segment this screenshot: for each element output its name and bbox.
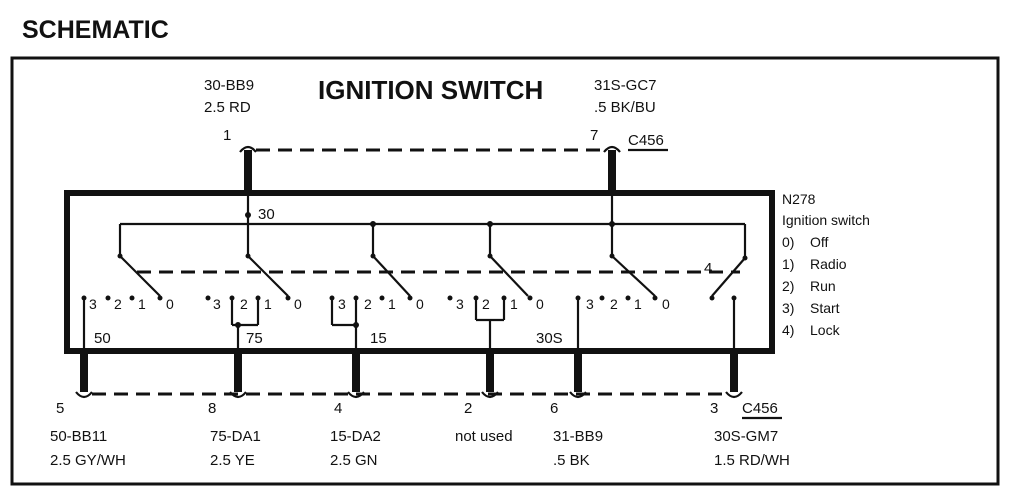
top-connector-7: 31S-GC7 .5 BK/BU 7 C456 <box>590 77 668 152</box>
position-off: 0) Off <box>782 234 829 250</box>
svg-text:31-BB9: 31-BB9 <box>553 428 603 445</box>
svg-text:1: 1 <box>510 296 518 312</box>
svg-text:2: 2 <box>240 296 248 312</box>
junction-dots <box>370 221 615 227</box>
terminal-75-label: 75 <box>246 330 263 347</box>
svg-text:3: 3 <box>213 296 221 312</box>
svg-text:1: 1 <box>388 296 396 312</box>
contact-group-75: 3 2 1 0 <box>205 295 302 312</box>
svg-text:2: 2 <box>464 400 472 417</box>
svg-text:8: 8 <box>208 400 216 417</box>
svg-text:3: 3 <box>586 296 594 312</box>
svg-text:0: 0 <box>662 296 670 312</box>
terminal-15-label: 15 <box>370 330 387 347</box>
position-lock: 4) Lock <box>782 322 841 338</box>
diagram-title: IGNITION SWITCH <box>318 75 543 105</box>
svg-text:3: 3 <box>456 296 464 312</box>
bottom-pin-terminals <box>75 391 743 399</box>
circuit-label: 30-BB9 <box>204 77 254 94</box>
top-connector-1: 30-BB9 2.5 RD 1 <box>204 77 254 144</box>
svg-text:.5 BK: .5 BK <box>553 452 590 469</box>
component-name: Ignition switch <box>782 212 870 228</box>
svg-text:30S-GM7: 30S-GM7 <box>714 428 778 445</box>
junction-dot <box>245 212 251 218</box>
switch-housing <box>64 190 775 354</box>
svg-text:2.5 GN: 2.5 GN <box>330 452 378 469</box>
contact-group-50: 3 2 1 0 <box>81 295 174 312</box>
connector-id: C456 <box>628 132 664 149</box>
terminal-30s-label: 30S <box>536 330 563 347</box>
output-wires <box>80 350 738 392</box>
wire-label: 2.5 RD <box>204 99 251 116</box>
contact-group-unused: 3 2 1 0 <box>447 295 544 312</box>
contact-group-15: 3 2 1 0 <box>329 295 424 312</box>
svg-text:0: 0 <box>294 296 302 312</box>
bottom-connector-8: 8 75-DA1 2.5 YE <box>208 400 261 469</box>
svg-text:2: 2 <box>482 296 490 312</box>
svg-text:6: 6 <box>550 400 558 417</box>
component-legend: N278 Ignition switch 0) Off 1) Radio 2) … <box>782 191 870 338</box>
wire-label: .5 BK/BU <box>594 99 656 116</box>
svg-text:1: 1 <box>264 296 272 312</box>
svg-text:1.5 RD/WH: 1.5 RD/WH <box>714 452 790 469</box>
terminal-30-label: 30 <box>258 206 275 223</box>
circuit-label: 31S-GC7 <box>594 77 657 94</box>
bottom-connector-4: 4 15-DA2 2.5 GN <box>330 400 381 469</box>
svg-text:75-DA1: 75-DA1 <box>210 428 261 445</box>
lock-contact <box>709 295 715 301</box>
component-id: N278 <box>782 191 816 207</box>
pin-7-terminal <box>603 145 621 153</box>
bus-drops <box>118 196 747 256</box>
bottom-connector-6: 6 31-BB9 .5 BK <box>550 400 603 469</box>
position-run: 2) Run <box>782 278 836 294</box>
position-start: 3) Start <box>782 300 840 316</box>
terminal-50-label: 50 <box>94 330 111 347</box>
svg-text:2: 2 <box>114 296 122 312</box>
svg-text:3: 3 <box>710 400 718 417</box>
svg-text:not used: not used <box>455 428 513 445</box>
svg-text:5: 5 <box>56 400 64 417</box>
bottom-connector-3: 3 C456 30S-GM7 1.5 RD/WH <box>710 400 790 469</box>
svg-text:50-BB11: 50-BB11 <box>50 428 107 445</box>
svg-text:2: 2 <box>364 296 372 312</box>
internal-output-wiring <box>82 298 736 350</box>
diagram-frame <box>10 56 1000 486</box>
heading: SCHEMATIC <box>22 16 169 44</box>
bottom-connector-2: 2 not used <box>455 400 513 445</box>
contact-group-30s: 3 2 1 0 <box>575 295 670 312</box>
svg-text:C456: C456 <box>742 400 778 417</box>
svg-text:0: 0 <box>416 296 424 312</box>
svg-text:2: 2 <box>610 296 618 312</box>
svg-text:2.5 GY/WH: 2.5 GY/WH <box>50 452 126 469</box>
pin-number: 7 <box>590 127 598 144</box>
svg-text:1: 1 <box>138 296 146 312</box>
svg-text:3: 3 <box>338 296 346 312</box>
pin-number: 1 <box>223 127 231 144</box>
svg-text:4: 4 <box>334 400 342 417</box>
svg-text:0: 0 <box>536 296 544 312</box>
svg-text:2.5 YE: 2.5 YE <box>210 452 255 469</box>
position-radio: 1) Radio <box>782 256 847 272</box>
switch-blades <box>119 255 746 297</box>
svg-text:15-DA2: 15-DA2 <box>330 428 381 445</box>
pin-1-terminal <box>239 145 257 153</box>
svg-text:0: 0 <box>166 296 174 312</box>
svg-text:3: 3 <box>89 296 97 312</box>
svg-text:1: 1 <box>634 296 642 312</box>
lock-position-label: 4 <box>704 260 712 277</box>
blade-pivots <box>117 253 748 261</box>
bottom-connector-5: 5 50-BB11 2.5 GY/WH <box>50 400 126 469</box>
